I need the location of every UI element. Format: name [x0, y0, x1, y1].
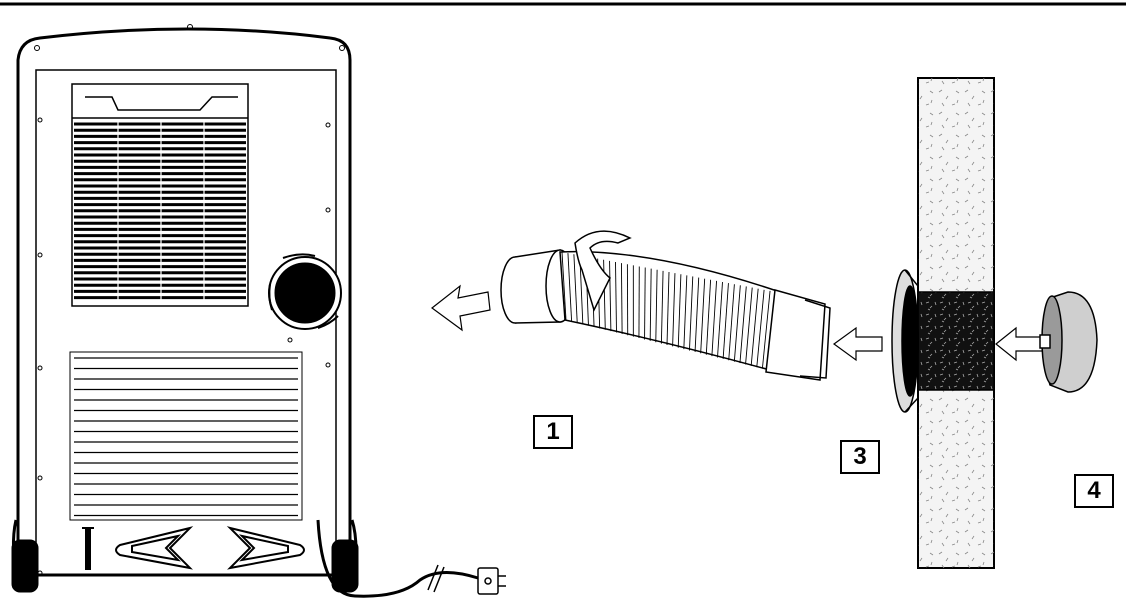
- wall-section: [917, 77, 995, 569]
- airflow-arrow-icon-hose: [431, 284, 491, 332]
- label-wall-cap: 4: [1074, 474, 1114, 508]
- dehumidifier-unit: [11, 24, 359, 593]
- screw-icons: [34, 24, 345, 576]
- base-handles: [115, 526, 305, 570]
- wall-adapter-flange: [891, 269, 919, 413]
- airflow-arrow-icon-adapter: [832, 326, 883, 362]
- wall-cap: [1039, 291, 1098, 393]
- air-grille-bottom: [69, 351, 303, 521]
- exhaust-port: [268, 253, 342, 330]
- air-grille-top: [71, 83, 249, 307]
- label-wall-adapter: 3: [840, 440, 880, 474]
- power-cord: [316, 519, 479, 598]
- power-plug-icon: [477, 567, 506, 595]
- wheels: [11, 519, 359, 593]
- label-hose: 1: [533, 415, 573, 449]
- flexible-exhaust-hose: [500, 230, 831, 381]
